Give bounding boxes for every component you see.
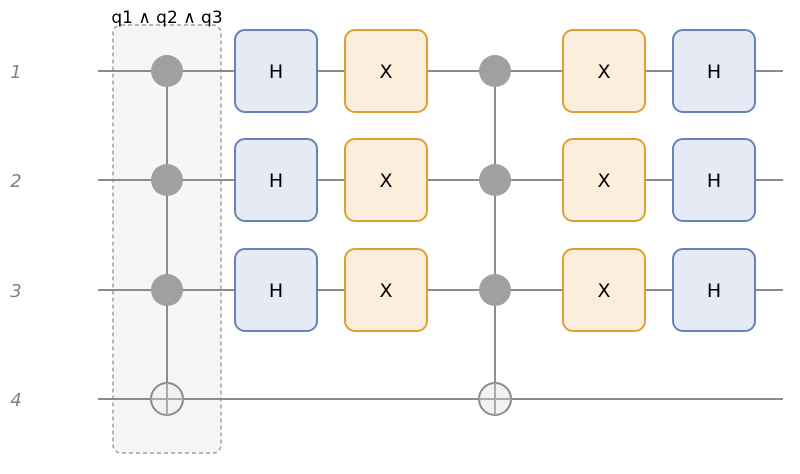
control-dot [479, 164, 511, 196]
qubit-label: 3 [10, 281, 21, 302]
gate-label: H [707, 61, 721, 83]
gate-label: H [707, 170, 721, 192]
pauli-x-gate [562, 248, 646, 332]
controlled-op-label: q1 ∧ q2 ∧ q3 [111, 8, 222, 28]
hadamard-gate [234, 29, 318, 113]
hadamard-gate [672, 248, 756, 332]
hadamard-gate [234, 248, 318, 332]
qubit-label: 2 [10, 171, 21, 192]
pauli-x-gate [344, 248, 428, 332]
gate-label: X [597, 280, 610, 302]
pauli-x-gate [562, 138, 646, 222]
gate-label: H [269, 61, 283, 83]
gate-label: X [597, 61, 610, 83]
pauli-x-gate [562, 29, 646, 113]
qubit-label: 1 [10, 62, 21, 83]
control-dot [479, 274, 511, 306]
pauli-x-gate [344, 29, 428, 113]
control-dot [151, 55, 183, 87]
pauli-x-gate [344, 138, 428, 222]
gate-label: X [597, 170, 610, 192]
hadamard-gate [234, 138, 318, 222]
control-dot [151, 164, 183, 196]
gate-label: X [379, 170, 392, 192]
hadamard-gate [672, 29, 756, 113]
gate-label: H [269, 170, 283, 192]
hadamard-gate [672, 138, 756, 222]
gate-label: H [269, 280, 283, 302]
qubit-label: 4 [10, 390, 21, 411]
gate-label: X [379, 61, 392, 83]
control-dot [479, 55, 511, 87]
control-dot [151, 274, 183, 306]
gate-label: H [707, 280, 721, 302]
gate-label: X [379, 280, 392, 302]
